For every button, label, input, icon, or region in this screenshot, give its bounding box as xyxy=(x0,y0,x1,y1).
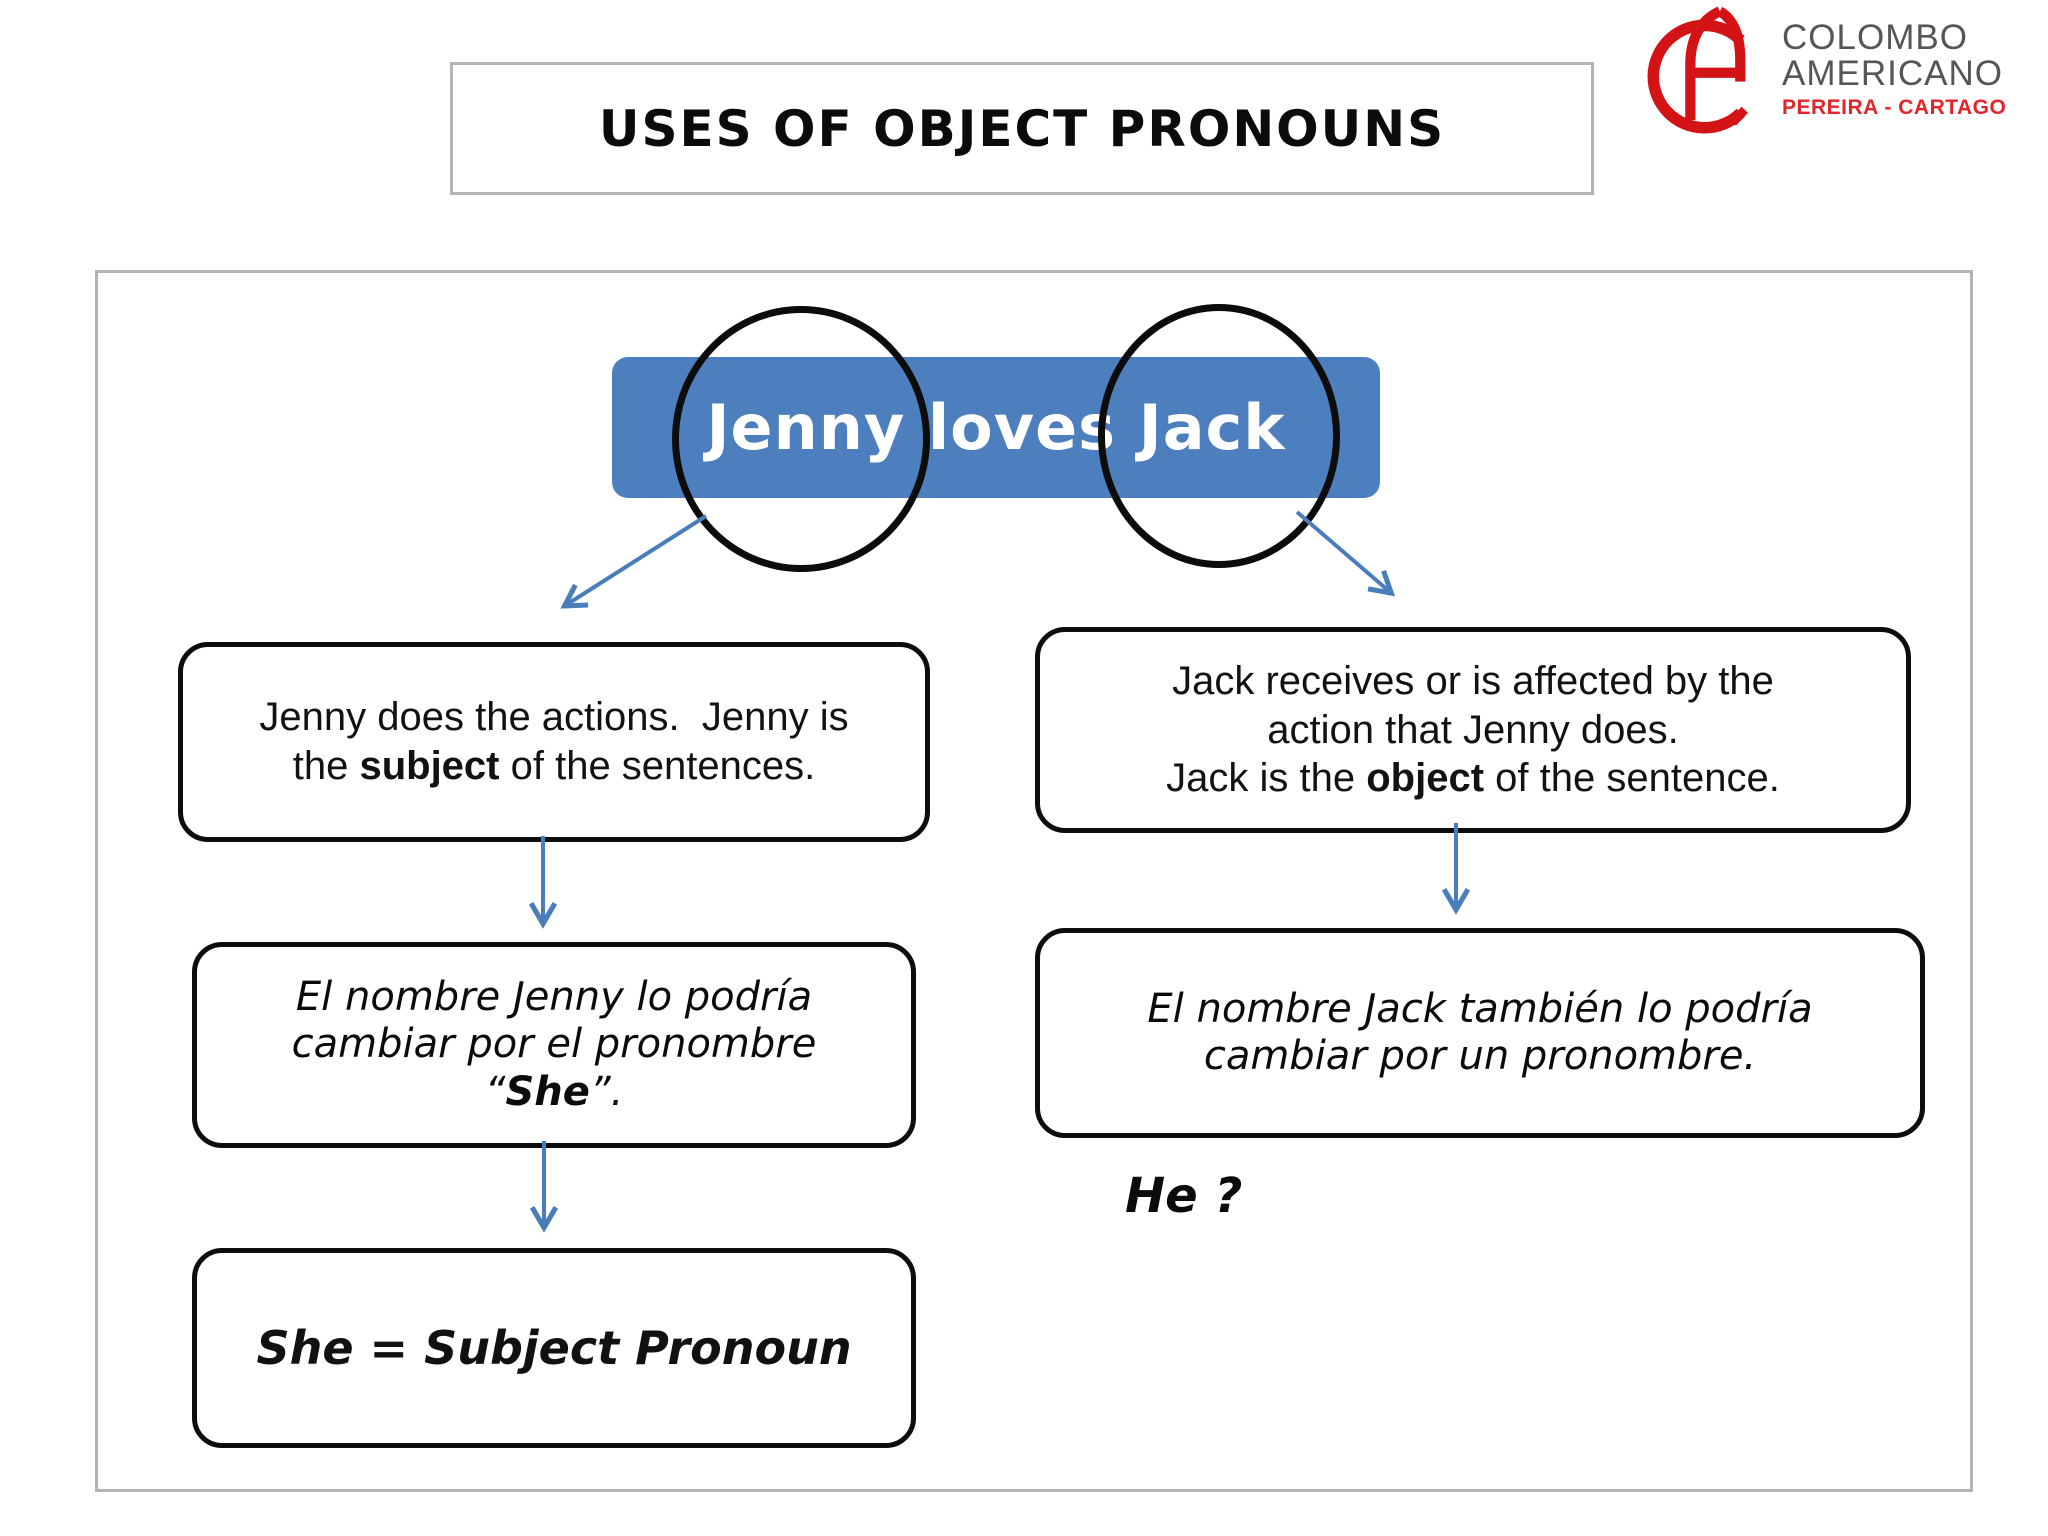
object-spanish-box: El nombre Jack también lo podría cambiar… xyxy=(1035,928,1925,1138)
object-pronoun-hint: He ? xyxy=(1125,1168,1243,1224)
subject-pronoun-result-box: She = Subject Pronoun xyxy=(192,1248,916,1448)
subject-explanation-line2: the subject of the sentences. xyxy=(292,744,816,788)
object-explanation-box: Jack receives or is affected by the acti… xyxy=(1035,627,1911,833)
subject-spanish-line3: “She”. xyxy=(484,1068,624,1115)
subject-spanish-line2: cambiar por el pronombre xyxy=(291,1021,817,1068)
object-spanish-line2: cambiar por un pronombre. xyxy=(1203,1033,1757,1079)
subject-spanish-line1: El nombre Jenny lo podría xyxy=(295,974,813,1021)
subject-explanation-line1: Jenny does the actions. Jenny is xyxy=(259,695,849,740)
logo-name-line2: AMERICANO xyxy=(1782,54,2003,93)
object-explanation-line3: Jack is the object of the sentence. xyxy=(1166,756,1780,801)
object-spanish-line1: El nombre Jack también lo podría xyxy=(1147,985,1813,1032)
logo-name-line1: COLOMBO xyxy=(1782,18,1968,57)
subject-highlight-ellipse xyxy=(672,306,930,572)
colombo-americano-logo-icon xyxy=(1647,6,1749,134)
subject-spanish-box: El nombre Jenny lo podría cambiar por el… xyxy=(192,942,916,1148)
slide-title: USES OF OBJECT PRONOUNS xyxy=(598,99,1446,158)
object-highlight-ellipse xyxy=(1098,304,1340,568)
slide-title-box: USES OF OBJECT PRONOUNS xyxy=(450,62,1594,195)
colombo-americano-logo-text: COLOMBO AMERICANO PEREIRA - CARTAGO xyxy=(1782,18,2007,119)
logo-subtitle: PEREIRA - CARTAGO xyxy=(1782,96,2007,119)
object-explanation-line2: action that Jenny does. xyxy=(1267,707,1679,752)
object-explanation-line1: Jack receives or is affected by the xyxy=(1172,658,1774,703)
subject-pronoun-result-text: She = Subject Pronoun xyxy=(256,1321,852,1375)
subject-explanation-box: Jenny does the actions. Jenny is the sub… xyxy=(178,642,930,842)
